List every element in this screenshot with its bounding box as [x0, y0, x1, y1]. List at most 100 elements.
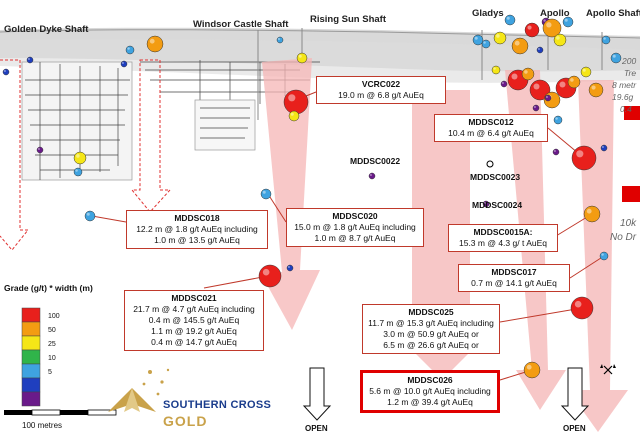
- drill-intercept: [500, 80, 508, 88]
- open-arrow-right: [560, 367, 590, 421]
- callout-line: 21.7 m @ 4.7 g/t AuEq including: [133, 304, 255, 314]
- callout-mddsc026: MDDSC026 5.6 m @ 10.0 g/t AuEq including…: [360, 370, 500, 413]
- hole-label-mddsc0022: MDDSC0022: [350, 156, 401, 166]
- logo-text-line1: SOUTHERN CROSS: [163, 399, 272, 411]
- drill-intercept-highlight: [277, 37, 280, 40]
- drill-intercept: [481, 39, 491, 49]
- legend-color-bar: [21, 307, 41, 407]
- legend-value-100: 100: [48, 313, 60, 320]
- callout-mddsc025: MDDSC025 11.7 m @ 15.3 g/t AuEq includin…: [362, 304, 500, 354]
- drill-intercept-highlight: [612, 54, 616, 58]
- drill-intercept: [523, 361, 541, 379]
- legend-swatch: [21, 391, 41, 407]
- callout-title: VCRC022: [361, 79, 401, 89]
- callout-line: 1.1 m @ 19.2 g/t AuEq: [151, 326, 237, 336]
- drill-intercept: [504, 14, 516, 26]
- drill-intercept: [567, 75, 581, 89]
- drill-intercept: [288, 110, 300, 122]
- legend-value-5: 5: [48, 369, 52, 376]
- callout-title: MDDSC026: [407, 375, 453, 385]
- callout-line: 0.4 m @ 145.5 g/t AuEq: [148, 315, 240, 325]
- callout-line: 3.0 m @ 50.9 g/t AuEq or: [383, 329, 479, 339]
- drill-intercept: [571, 145, 597, 171]
- drill-intercept-highlight: [483, 201, 486, 204]
- side-note-line: 200: [622, 56, 637, 66]
- callout-line: 1.0 m @ 8.7 g/t AuEq: [314, 233, 396, 243]
- callout-vcrc022: VCRC022 19.0 m @ 6.8 g/t AuEq: [316, 76, 446, 104]
- drill-intercept-highlight: [556, 36, 560, 40]
- side-note-line: 8 metr: [612, 80, 637, 90]
- drill-intercept-highlight: [582, 68, 586, 72]
- drill-intercept-highlight: [506, 16, 510, 20]
- drill-intercept: [529, 79, 551, 101]
- callout-mddsc012: MDDSC012 10.4 m @ 6.4 g/t AuEq: [434, 114, 548, 142]
- drill-intercept: [521, 67, 535, 81]
- drill-intercept-highlight: [121, 61, 124, 64]
- drill-intercept-highlight: [546, 22, 552, 28]
- drill-intercept: [493, 31, 507, 45]
- drill-intercept-highlight: [3, 69, 6, 72]
- callout-line: 19.0 m @ 6.8 g/t AuEq: [338, 90, 424, 100]
- drill-intercept: [482, 200, 490, 208]
- drill-intercept-highlight: [288, 94, 296, 102]
- callout-line: 10.4 m @ 6.4 g/t AuEq: [448, 128, 534, 138]
- side-note-line: No Dr: [610, 232, 637, 243]
- callout-line: 0.7 m @ 14.1 g/t AuEq: [471, 278, 557, 288]
- drill-intercept: [491, 65, 501, 75]
- callout-mddsc020: MDDSC020 15.0 m @ 1.8 g/t AuEq including…: [286, 208, 424, 247]
- callout-line: 5.6 m @ 10.0 g/t AuEq including: [369, 386, 491, 396]
- open-label-left: OPEN: [305, 424, 328, 433]
- drill-intercept-highlight: [262, 268, 270, 276]
- drill-intercept-highlight: [527, 25, 532, 30]
- drill-intercept: [562, 16, 574, 28]
- legend-swatch: [21, 363, 41, 379]
- drill-intercept: [286, 264, 294, 272]
- legend-swatch: [21, 349, 41, 365]
- drill-intercept-highlight: [127, 47, 130, 50]
- callout-title: MDDSC012: [468, 117, 514, 127]
- drill-intercept-highlight: [369, 173, 372, 176]
- drill-intercept: [600, 144, 608, 152]
- legend-value-50: 50: [48, 327, 56, 334]
- open-arrow-left: [302, 367, 332, 421]
- callout-mddsc0015a: MDDSC0015A: 15.3 m @ 4.3 g/ t AuEq: [448, 224, 558, 252]
- drill-intercepts: [2, 14, 622, 379]
- drill-intercept-highlight: [27, 57, 30, 60]
- callout-mddsc021: MDDSC021 21.7 m @ 4.7 g/t AuEq including…: [124, 290, 264, 351]
- drill-collar: [486, 160, 494, 168]
- legend-swatch: [21, 307, 41, 323]
- callout-line: 15.3 m @ 4.3 g/ t AuEq: [458, 238, 547, 248]
- drill-intercept-highlight: [570, 78, 574, 82]
- drill-intercept-highlight: [564, 18, 568, 22]
- drill-intercept: [532, 104, 540, 112]
- drill-intercept-highlight: [526, 364, 532, 370]
- callout-title: MDDSC020: [332, 211, 378, 221]
- legend-title: Grade (g/t) * width (m): [4, 283, 93, 293]
- drill-intercept: [599, 251, 609, 261]
- side-note-line: Tre: [624, 68, 637, 78]
- drill-intercept-highlight: [511, 73, 518, 80]
- drill-intercept: [283, 89, 309, 115]
- callout-line: 0.4 m @ 14.7 g/t AuEq: [151, 337, 237, 347]
- drill-intercept: [260, 188, 272, 200]
- shaft-label-apollo-shaft: Apollo Shaft: [586, 8, 640, 19]
- drill-intercept: [588, 82, 604, 98]
- legend-swatch: [21, 335, 41, 351]
- drill-intercept-highlight: [545, 95, 548, 98]
- callout-mddsc017: MDDSC017 0.7 m @ 14.1 g/t AuEq: [458, 264, 570, 292]
- legend-swatch: [21, 377, 41, 393]
- callout-title: MDDSC017: [491, 267, 537, 277]
- drill-intercept-highlight: [514, 40, 520, 46]
- hole-label-mddsc0023: MDDSC0023: [470, 172, 521, 182]
- hole-label-mddsc0024: MDDSC0024: [472, 200, 523, 210]
- drill-intercept: [36, 146, 44, 154]
- drill-intercept-highlight: [86, 212, 90, 216]
- drill-intercept: [580, 66, 592, 78]
- drill-intercept-highlight: [574, 300, 582, 308]
- drill-intercept-highlight: [601, 145, 604, 148]
- drill-intercept-highlight: [290, 112, 294, 116]
- drill-intercept: [524, 22, 540, 38]
- callout-line: 1.2 m @ 39.4 g/t AuEq: [387, 397, 473, 407]
- drill-intercept: [544, 94, 552, 102]
- cursor-icon: [600, 364, 616, 375]
